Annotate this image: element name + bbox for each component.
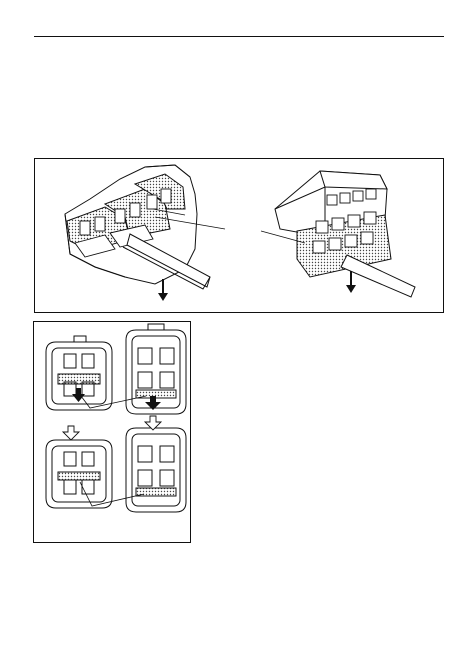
connector-face-small-before	[45, 335, 113, 411]
down-arrow-icon	[72, 388, 85, 402]
right-connector-illustration	[260, 170, 416, 298]
header-rule	[34, 36, 444, 37]
connector-face-small-after	[45, 439, 113, 509]
hollow-down-arrow-icon	[61, 425, 81, 441]
connector-face-large-after	[125, 427, 187, 513]
hollow-down-arrow-icon	[143, 415, 163, 431]
connector-illustration-panel	[34, 158, 444, 313]
down-arrow-icon	[346, 271, 356, 293]
connector-face-large-before	[125, 323, 187, 415]
left-connector-illustration	[64, 164, 226, 290]
down-arrow-icon	[158, 279, 168, 301]
down-arrow-icon	[145, 396, 161, 410]
connector-face-drawing	[45, 323, 187, 513]
connector-face-view-panel	[33, 321, 191, 543]
connector-drawing	[64, 164, 416, 301]
